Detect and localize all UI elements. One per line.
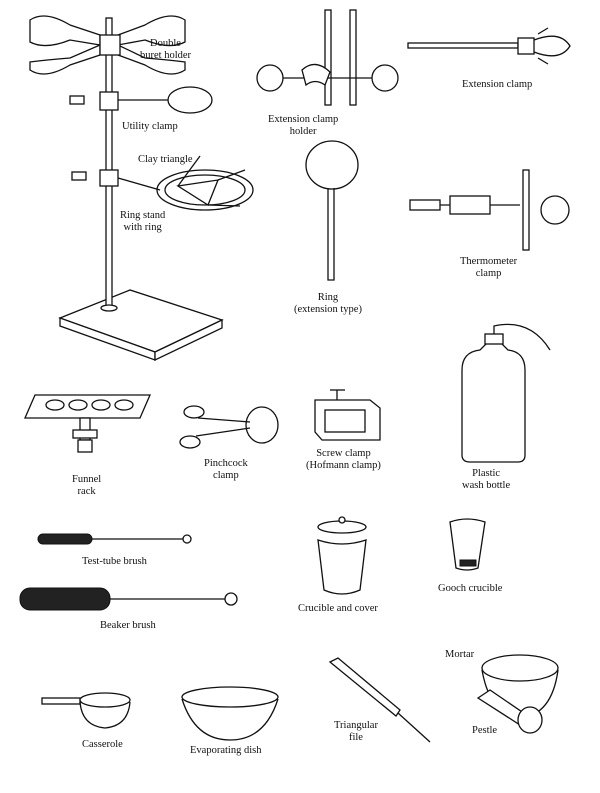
mortar-pestle-drawing [476, 654, 559, 734]
test-tube-brush-drawing [37, 533, 192, 545]
evaporating-dish-drawing [181, 686, 279, 741]
label-evaporating-dish: Evaporating dish [190, 745, 262, 756]
label-test-tube-brush: Test-tube brush [82, 556, 147, 567]
label-clay-triangle: Clay triangle [138, 154, 193, 165]
wash-bottle-drawing [461, 323, 551, 463]
gooch-crucible-drawing [449, 518, 486, 571]
beaker-brush-drawing [19, 587, 238, 611]
label-ring: Ring(extension type) [294, 292, 362, 315]
funnel-rack-drawing [24, 394, 151, 453]
label-extension-clamp: Extension clamp [462, 79, 533, 90]
label-pestle: Pestle [472, 725, 498, 736]
label-screw-clamp: Screw clamp(Hofmann clamp) [306, 448, 381, 471]
casserole-drawing [41, 692, 131, 729]
pinchcock-clamp-drawing [179, 405, 279, 449]
label-beaker-brush: Beaker brush [100, 620, 156, 631]
thermometer-clamp-drawing [409, 169, 570, 251]
ring-stand-drawing [29, 15, 254, 362]
triangular-file-drawing [328, 657, 431, 743]
label-gooch-crucible: Gooch crucible [438, 583, 503, 594]
screw-clamp-drawing [314, 389, 381, 441]
extension-clamp-holder-drawing [256, 9, 399, 106]
label-crucible-cover: Crucible and cover [298, 603, 378, 614]
label-casserole: Casserole [82, 739, 123, 750]
label-utility-clamp: Utility clamp [122, 121, 178, 132]
crucible-cover-drawing [317, 516, 367, 595]
label-mortar: Mortar [445, 649, 475, 660]
extension-clamp-drawing [407, 27, 571, 65]
ring-drawing [305, 140, 359, 281]
